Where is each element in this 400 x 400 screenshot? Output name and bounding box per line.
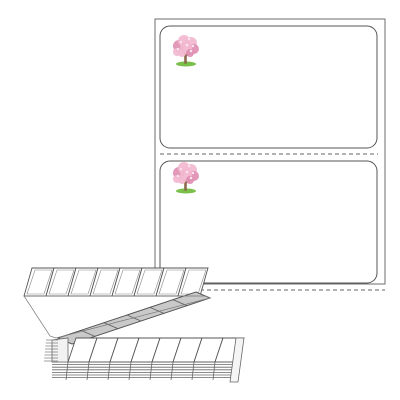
- stack-layer-divider: [170, 361, 174, 381]
- fanfold-label-outline: [158, 269, 185, 295]
- label-top: [159, 25, 378, 149]
- blossom-highlight: [189, 49, 193, 53]
- stack-layer-divider: [107, 361, 111, 381]
- fanfold-top-row: [23, 267, 209, 297]
- stack-layer-divider: [191, 361, 195, 381]
- blossom-cluster: [178, 49, 186, 57]
- blossom-highlight: [191, 171, 195, 175]
- blossom-cluster: [178, 176, 186, 184]
- blossom-highlight: [187, 164, 191, 168]
- blossom-highlight: [185, 170, 189, 174]
- fanfold-stack: [23, 267, 245, 383]
- stack-right-side: [229, 337, 245, 383]
- fanfold-label-outline: [136, 269, 163, 295]
- label-bottom: [159, 160, 378, 284]
- cherry-blossom-tree-icon: [173, 162, 199, 194]
- cherry-blossom-tree-icon: [173, 35, 199, 67]
- blossom-highlight: [189, 176, 193, 180]
- blossom-highlight: [176, 174, 180, 178]
- stack-layer-divider: [65, 361, 69, 381]
- fanfold-label-outline: [26, 269, 53, 295]
- blossom-highlight: [185, 43, 189, 47]
- fanfold-label-outline: [92, 269, 119, 295]
- blossom-highlight: [191, 44, 195, 48]
- fanfold-label-outline: [48, 269, 75, 295]
- blossom-highlight: [187, 37, 191, 41]
- fanfold-label-outline: [70, 269, 97, 295]
- fanfold-label-outline: [114, 269, 141, 295]
- stack-layer-divider: [212, 361, 216, 381]
- blossom-highlight: [176, 47, 180, 51]
- grass-patch: [176, 188, 196, 194]
- fanfold-fold-edge: [23, 295, 211, 339]
- stack-left-side: [51, 337, 69, 363]
- grass-patch: [176, 61, 196, 67]
- fanfold-bottom-row: [67, 337, 245, 363]
- stack-layer-divider: [86, 361, 90, 381]
- blossom-highlight: [179, 167, 183, 171]
- stack-layer-divider: [128, 361, 132, 381]
- blossom-highlight: [179, 40, 183, 44]
- fanfold-stack-layers: [43, 337, 245, 383]
- stack-layer-divider: [149, 361, 153, 381]
